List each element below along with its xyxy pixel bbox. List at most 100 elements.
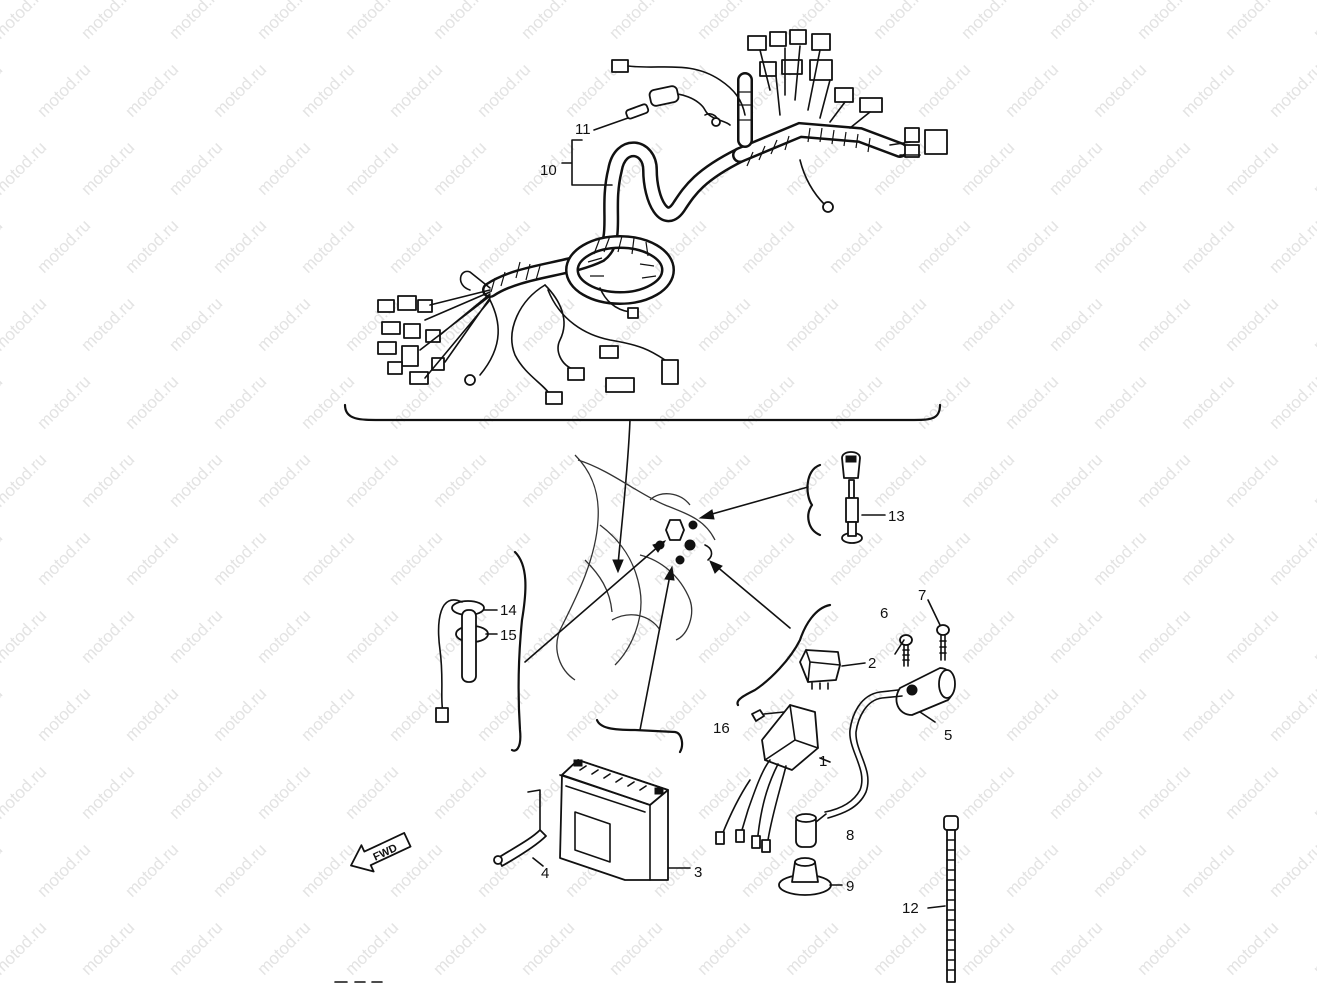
watermark-text: motod.ru	[209, 60, 270, 121]
watermark-text: motod.ru	[825, 372, 886, 433]
watermark-text: motod.ru	[1045, 138, 1106, 199]
part-2-relay	[799, 649, 866, 690]
watermark-text: motod.ru	[1177, 60, 1238, 121]
watermark-text: motod.ru	[1045, 918, 1106, 979]
watermark-text: motod.ru	[77, 762, 138, 823]
watermark-text: motod.ru	[1309, 450, 1317, 511]
callout-11: 11	[575, 121, 591, 138]
watermark-text: motod.ru	[209, 528, 270, 589]
watermark-text: motod.ru	[0, 684, 6, 745]
mount-points	[655, 519, 713, 565]
watermark-text: motod.ru	[0, 528, 6, 589]
watermark-text: motod.ru	[1045, 0, 1106, 43]
wire-harness	[377, 29, 948, 405]
part-5-coil	[824, 667, 956, 819]
watermark-text: motod.ru	[1089, 216, 1150, 277]
watermark-text: motod.ru	[0, 372, 6, 433]
watermark-text: motod.ru	[913, 372, 974, 433]
watermark-text: motod.ru	[957, 450, 1018, 511]
watermark-text: motod.ru	[77, 606, 138, 667]
watermark-text: motod.ru	[121, 372, 182, 433]
watermark-text: motod.ru	[0, 60, 6, 121]
callout-labels: 1 2 3 4 5 6 7 8 9 10 11 12 13 14 15 16	[500, 121, 952, 917]
watermark-text: motod.ru	[517, 450, 578, 511]
watermark-text: motod.ru	[121, 528, 182, 589]
callout-1: 1	[819, 753, 827, 770]
watermark-text: motod.ru	[1221, 294, 1282, 355]
watermark-text: motod.ru	[165, 294, 226, 355]
part-9-seal	[778, 857, 832, 896]
watermark-text: motod.ru	[297, 60, 358, 121]
watermark-text: motod.ru	[121, 216, 182, 277]
watermark-text: motod.ru	[1265, 684, 1317, 745]
watermark-text: motod.ru	[957, 762, 1018, 823]
watermark-text: motod.ru	[209, 684, 270, 745]
part-16-bolt	[751, 709, 785, 722]
watermark-text: motod.ru	[1177, 840, 1238, 901]
watermark-text: motod.ru	[1133, 762, 1194, 823]
watermark-text: motod.ru	[1221, 606, 1282, 667]
watermark-text: motod.ru	[0, 0, 50, 43]
watermark-text: motod.ru	[1221, 138, 1282, 199]
watermark-text: motod.ru	[1221, 0, 1282, 43]
watermark-text: motod.ru	[77, 450, 138, 511]
watermark-text: motod.ru	[1001, 684, 1062, 745]
watermark-text: motod.ru	[77, 294, 138, 355]
watermark-text: motod.ru	[209, 372, 270, 433]
watermark-text: motod.ru	[473, 372, 534, 433]
part-13-switch	[841, 451, 886, 544]
watermark-text: motod.ru	[121, 60, 182, 121]
watermark-text: motod.ru	[1089, 528, 1150, 589]
watermark-text: motod.ru	[957, 138, 1018, 199]
watermark-text: motod.ru	[1001, 840, 1062, 901]
watermark-text: motod.ru	[429, 450, 490, 511]
watermark-text: motod.ru	[913, 840, 974, 901]
watermark-text: motod.ru	[1133, 138, 1194, 199]
watermark-text: motod.ru	[1309, 606, 1317, 667]
watermark-text: motod.ru	[0, 216, 6, 277]
watermark-text: motod.ru	[957, 918, 1018, 979]
watermark-text: motod.ru	[0, 138, 50, 199]
watermark-text: motod.ru	[1133, 918, 1194, 979]
watermark-text: motod.ru	[0, 918, 50, 979]
watermark-text: motod.ru	[825, 840, 886, 901]
callout-12: 12	[902, 900, 919, 917]
watermark-text: motod.ru	[77, 918, 138, 979]
callout-9: 9	[846, 878, 854, 895]
watermark-text: motod.ru	[33, 840, 94, 901]
watermark-text: motod.ru	[165, 762, 226, 823]
watermark-text: motod.ru	[517, 294, 578, 355]
watermark-text: motod.ru	[33, 528, 94, 589]
part-12-cable-tie	[927, 815, 959, 983]
watermark-text: motod.ru	[1309, 762, 1317, 823]
watermark-text: motod.ru	[341, 138, 402, 199]
callout-10: 10	[540, 162, 557, 179]
callout-6: 6	[880, 605, 888, 622]
watermark-text: motod.ru	[605, 0, 666, 43]
watermark-text: motod.ru	[0, 840, 6, 901]
watermark-text: motod.ru	[297, 684, 358, 745]
watermark-text: motod.ru	[1045, 606, 1106, 667]
callout-14: 14	[500, 602, 517, 619]
callout-13: 13	[888, 508, 905, 525]
watermark-text: motod.ru	[869, 294, 930, 355]
watermark-text: motod.ru	[429, 762, 490, 823]
watermark-text: motod.ru	[473, 60, 534, 121]
watermark-text: motod.ru	[33, 684, 94, 745]
watermark-text: motod.ru	[737, 216, 798, 277]
watermark-text: motod.ru	[165, 138, 226, 199]
watermark-text: motod.ru	[165, 450, 226, 511]
watermark-text: motod.ru	[1177, 528, 1238, 589]
watermark-text: motod.ru	[1309, 0, 1317, 43]
watermark-text: motod.ru	[0, 762, 50, 823]
watermark-text: motod.ru	[1045, 294, 1106, 355]
watermark-text: motod.ru	[429, 918, 490, 979]
watermark-text: motod.ru	[1221, 762, 1282, 823]
watermark-text: motod.ru	[1265, 216, 1317, 277]
watermark-text: motod.ru	[1045, 450, 1106, 511]
callout-8: 8	[846, 827, 854, 844]
watermark-text: motod.ru	[1133, 606, 1194, 667]
watermark-text: motod.ru	[1001, 372, 1062, 433]
watermark-text: motod.ru	[1133, 0, 1194, 43]
